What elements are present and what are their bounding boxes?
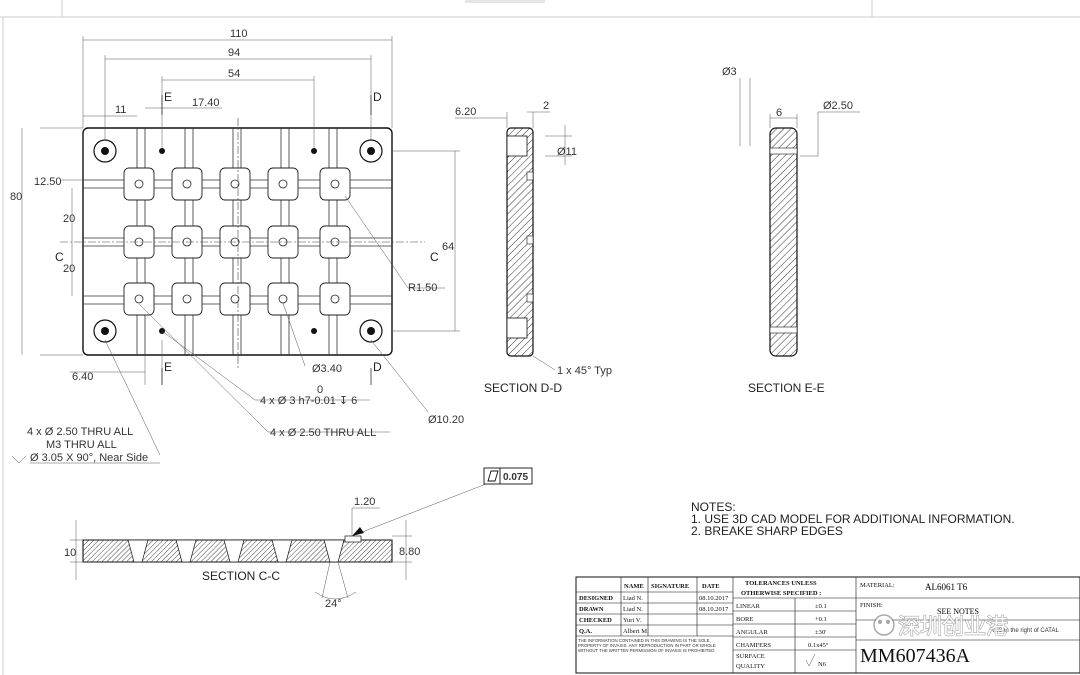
tb-tol-heading-1: TOLERANCES UNLESS bbox=[745, 580, 817, 587]
tb-row-name: Liad N. bbox=[623, 595, 643, 602]
tb-quality-label: QUALITY bbox=[736, 663, 765, 670]
section-ee-view: Ø3 6 Ø2.50 SECTION E-E bbox=[722, 66, 860, 395]
dd-dim-2: 2 bbox=[543, 100, 549, 112]
dim-overall-width: 110 bbox=[230, 28, 248, 40]
tb-row-role: Q.A. bbox=[579, 628, 592, 635]
notes-block: NOTES: 1. USE 3D CAD MODEL FOR ADDITIONA… bbox=[691, 500, 1015, 538]
corner-holes bbox=[93, 139, 383, 343]
dim-big-hole: Ø10.20 bbox=[428, 414, 464, 426]
dim-hole-34: Ø3.40 bbox=[312, 363, 342, 375]
dd-chamfer: 1 x 45° Typ bbox=[557, 365, 612, 377]
tb-tol-heading-2: OTHERWISE SPECIFIED : bbox=[741, 590, 821, 597]
dim-thru-250: 4 x Ø 2.50 THRU ALL bbox=[270, 427, 376, 439]
dim-pocket-offset: 17.40 bbox=[192, 97, 220, 109]
dim-zero: 0 bbox=[317, 384, 323, 396]
section-marker-d-top: D bbox=[373, 90, 382, 104]
title-block: NAME SIGNATURE DATE DESIGNED Liad N. 08.… bbox=[575, 576, 1080, 674]
ee-title: SECTION E-E bbox=[748, 381, 825, 395]
tb-row-role: CHECKED bbox=[579, 617, 612, 624]
dim-top-row-offset: 12.50 bbox=[34, 176, 62, 188]
tb-tol-value: 0.1x45° bbox=[808, 642, 829, 649]
tb-finish-label: FINISH: bbox=[860, 602, 883, 609]
note-left-1: 4 x Ø 2.50 THRU ALL bbox=[27, 426, 133, 438]
tb-row-name: Yuri V. bbox=[623, 617, 642, 624]
dim-bottom-offset: 6.40 bbox=[72, 371, 93, 383]
tb-finish-value: SEE NOTES bbox=[937, 607, 979, 616]
dim-dowel: 4 x Ø 3 h7-0.01 ↧ 6 bbox=[260, 395, 357, 407]
tb-row-role: DRAWN bbox=[579, 606, 604, 613]
ee-body bbox=[769, 127, 798, 357]
dim-overall-height: 80 bbox=[10, 191, 22, 203]
cc-dim-880: 8.80 bbox=[399, 546, 420, 558]
cc-dim-120: 1.20 bbox=[354, 496, 375, 508]
section-marker-e-top: E bbox=[164, 90, 172, 104]
notes-heading: NOTES: bbox=[691, 500, 736, 514]
notes-item-2: 2. BREAKE SHARP EDGES bbox=[691, 524, 843, 538]
dim-pitch-1: 20 bbox=[63, 213, 75, 225]
dim-radius: R1.50 bbox=[408, 282, 437, 294]
tb-header-signature: SIGNATURE bbox=[651, 583, 689, 590]
section-cc-view: 0.075 10 8.80 1.20 24° SECTION C-C bbox=[64, 467, 533, 610]
tb-part-number: MM607436A bbox=[860, 645, 971, 667]
section-marker-c-right: C bbox=[430, 250, 439, 264]
tb-header-date: DATE bbox=[702, 583, 720, 590]
cc-flatness: 0.075 bbox=[503, 472, 528, 483]
section-cut-arrows bbox=[161, 95, 372, 385]
flatness-icon bbox=[487, 470, 499, 482]
ee-dim-3: Ø3 bbox=[722, 66, 737, 78]
section-marker-d-bottom: D bbox=[373, 360, 382, 374]
tb-tol-value: +0.1 bbox=[815, 616, 827, 623]
dd-title: SECTION D-D bbox=[484, 381, 562, 395]
cc-angle: 24° bbox=[325, 598, 342, 610]
flatness-frame bbox=[483, 467, 533, 485]
ee-dim-6: 6 bbox=[776, 107, 782, 119]
surface-finish-icon bbox=[805, 653, 816, 667]
tb-catalog-fragment: RES in the right of CATAL bbox=[990, 628, 1059, 634]
dd-dim-11: Ø11 bbox=[557, 146, 577, 158]
dd-dim-620: 6.20 bbox=[455, 106, 476, 118]
countersink-icon bbox=[11, 455, 27, 464]
tb-row-name: Albert M. bbox=[623, 628, 649, 635]
wechat-icon bbox=[873, 614, 895, 636]
dim-hole-span: 94 bbox=[228, 47, 240, 59]
tb-surface-label: SURFACE bbox=[736, 653, 765, 660]
tb-material-label: MATERIAL: bbox=[860, 582, 895, 589]
section-marker-c-left: C bbox=[55, 250, 64, 264]
tb-row-role: DESIGNED bbox=[579, 595, 613, 602]
section-marker-e-bottom: E bbox=[164, 360, 172, 374]
dim-left-offset: 11 bbox=[115, 104, 126, 116]
tb-material-value: AL6061 T6 bbox=[925, 582, 968, 592]
dim-pitch-2: 20 bbox=[63, 263, 75, 275]
leader-lines bbox=[30, 195, 445, 464]
tb-tol-label: LINEAR bbox=[736, 603, 760, 610]
dim-inner-span: 54 bbox=[228, 68, 240, 80]
watermark-text: 深圳创业港 bbox=[898, 615, 1008, 640]
tb-confidential: THE INFORMATION CONTAINED IN THIS DRAWIN… bbox=[578, 638, 716, 653]
tb-quality-value: N6 bbox=[818, 661, 827, 668]
top-dimension-lines bbox=[21, 36, 460, 385]
watermark: 深圳创业港 bbox=[873, 614, 1009, 641]
notes-item-1: 1. USE 3D CAD MODEL FOR ADDITIONAL INFOR… bbox=[691, 512, 1015, 526]
tb-row-date: 08.10.2017 bbox=[699, 606, 729, 613]
note-left-2: M3 THRU ALL bbox=[46, 439, 117, 451]
tb-row-name: Liad N. bbox=[623, 606, 643, 613]
tb-tol-label: ANGULAR bbox=[736, 629, 768, 636]
plate-outline bbox=[82, 127, 393, 356]
cc-dim-10: 10 bbox=[64, 547, 76, 559]
tb-header-name: NAME bbox=[624, 583, 644, 590]
cc-title: SECTION C-C bbox=[202, 569, 280, 583]
dim-hole-vertical: 64 bbox=[442, 241, 454, 253]
tb-tol-label: BORE bbox=[736, 616, 753, 623]
note-left-3: Ø 3.05 X 90°, Near Side bbox=[30, 452, 148, 464]
tb-row-date: 08.10.2017 bbox=[699, 595, 729, 602]
tb-tol-value: ±0.1 bbox=[815, 603, 827, 610]
ee-dim-250: Ø2.50 bbox=[823, 100, 853, 112]
tb-tol-label: CHAMFERS bbox=[736, 642, 771, 649]
section-dd-view: 6.20 2 Ø11 1 x 45° Typ SECTION D-D bbox=[455, 100, 612, 395]
top-view: 110 94 54 11 17.40 80 12.50 20 20 64 6.4… bbox=[10, 28, 464, 464]
tb-tol-value: ±30' bbox=[815, 629, 826, 636]
